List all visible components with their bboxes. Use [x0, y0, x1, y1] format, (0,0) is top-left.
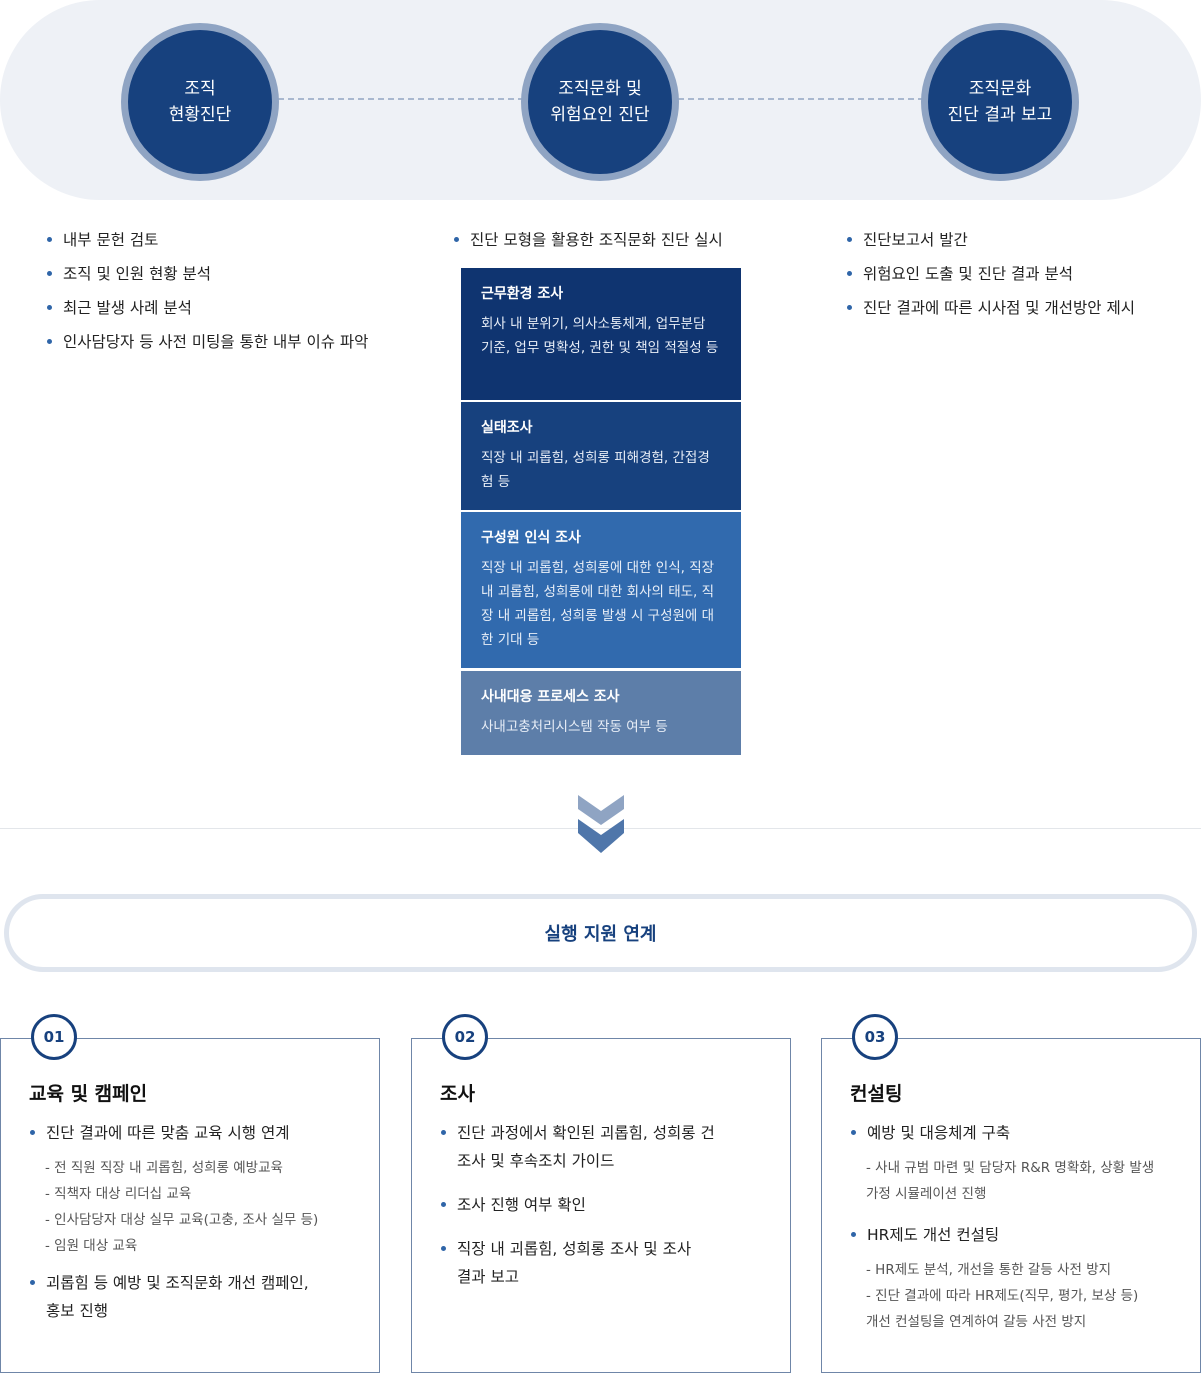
survey-desc: 사내고충처리시스템 작동 여부 등	[481, 719, 668, 735]
bullet-item: 진단보고서 발간	[846, 230, 1135, 250]
survey-block-2: 실태조사 직장 내 괴롭힘, 성희롱 피해경험, 간접경험 등	[461, 402, 741, 510]
sub-item: - HR제도 분석, 개선을 통한 갈등 사전 방지	[866, 1262, 1112, 1278]
card-body: 예방 및 대응체계 구축 - 사내 규범 마련 및 담당자 R&R 명확화, 상…	[850, 1119, 1190, 1345]
survey-title: 근무환경 조사	[481, 286, 564, 302]
card-title: 교육 및 캠페인	[29, 1083, 148, 1105]
bullet-item: 위험요인 도출 및 진단 결과 분석	[846, 264, 1135, 284]
card-title: 컨설팅	[850, 1083, 903, 1105]
stage3-bullet-list: 진단보고서 발간 위험요인 도출 및 진단 결과 분석 진단 결과에 따른 시사…	[846, 230, 1135, 332]
survey-desc: 직장 내 괴롭힘, 성희롱 피해경험, 간접경험 등	[481, 450, 710, 490]
card-number-badge: 03	[852, 1014, 898, 1060]
card-item: 예방 및 대응체계 구축	[850, 1119, 1190, 1147]
card-item: 조사 진행 여부 확인	[440, 1191, 780, 1219]
survey-desc: 직장 내 괴롭힘, 성희롱에 대한 인식, 직장 내 괴롭힘, 성희롱에 대한 …	[481, 560, 715, 648]
stage-circle-3: 조직문화 진단 결과 보고	[921, 23, 1079, 181]
survey-desc: 회사 내 분위기, 의사소통체계, 업무분담 기준, 업무 명확성, 권한 및 …	[481, 316, 719, 356]
bullet-item: 진단 결과에 따른 시사점 및 개선방안 제시	[846, 298, 1135, 318]
card-sub-list: - 사내 규범 마련 및 담당자 R&R 명확화, 상황 발생 가정 시뮬레이션…	[866, 1155, 1190, 1207]
bullet-item: 진단 모형을 활용한 조직문화 진단 실시	[453, 230, 723, 250]
card-consulting: 컨설팅 예방 및 대응체계 구축 - 사내 규범 마련 및 담당자 R&R 명확…	[821, 1038, 1201, 1373]
bullet-item: 내부 문헌 검토	[46, 230, 368, 250]
card-title: 조사	[440, 1083, 475, 1105]
card-item: 진단 과정에서 확인된 괴롭힘, 성희롱 건 조사 및 후속조치 가이드	[440, 1119, 780, 1175]
sub-item: - 진단 결과에 따라 HR제도(직무, 평가, 보상 등) 개선 컨설팅을 연…	[866, 1288, 1139, 1330]
bullet-item: 최근 발생 사례 분석	[46, 298, 368, 318]
section-divider	[0, 828, 1201, 829]
bullet-item: 인사담당자 등 사전 미팅을 통한 내부 이슈 파악	[46, 332, 368, 352]
stage-circle-1: 조직 현황진단	[121, 23, 279, 181]
connector-line-2	[678, 98, 924, 100]
card-item: 진단 결과에 따른 맞춤 교육 시행 연계	[29, 1119, 369, 1147]
survey-block-4: 사내대응 프로세스 조사 사내고충처리시스템 작동 여부 등	[461, 671, 741, 755]
execution-support-banner: 실행 지원 연계	[4, 894, 1197, 972]
survey-title: 실태조사	[481, 420, 533, 436]
card-number-badge: 02	[442, 1014, 488, 1060]
card-body: 진단 결과에 따른 맞춤 교육 시행 연계 - 전 직원 직장 내 괴롭힘, 성…	[29, 1119, 369, 1325]
survey-block-1: 근무환경 조사 회사 내 분위기, 의사소통체계, 업무분담 기준, 업무 명확…	[461, 268, 741, 400]
card-item: 괴롭힘 등 예방 및 조직문화 개선 캠페인, 홍보 진행	[29, 1269, 369, 1325]
survey-title: 사내대응 프로세스 조사	[481, 689, 620, 705]
survey-title: 구성원 인식 조사	[481, 530, 581, 546]
card-education: 교육 및 캠페인 진단 결과에 따른 맞춤 교육 시행 연계 - 전 직원 직장…	[0, 1038, 380, 1373]
card-body: 진단 과정에서 확인된 괴롭힘, 성희롱 건 조사 및 후속조치 가이드 조사 …	[440, 1119, 780, 1291]
connector-line-1	[278, 98, 524, 100]
card-number-badge: 01	[31, 1014, 77, 1060]
card-item: HR제도 개선 컨설팅	[850, 1221, 1190, 1249]
stage1-bullet-list: 내부 문헌 검토 조직 및 인원 현황 분석 최근 발생 사례 분석 인사담당자…	[46, 230, 368, 366]
stage-circle-2: 조직문화 및 위험요인 진단	[521, 23, 679, 181]
survey-block-3: 구성원 인식 조사 직장 내 괴롭힘, 성희롱에 대한 인식, 직장 내 괴롭힘…	[461, 512, 741, 668]
sub-item: - 사내 규범 마련 및 담당자 R&R 명확화, 상황 발생 가정 시뮬레이션…	[866, 1160, 1155, 1202]
chevron-down-icon	[578, 795, 624, 853]
card-investigation: 조사 진단 과정에서 확인된 괴롭힘, 성희롱 건 조사 및 후속조치 가이드 …	[411, 1038, 791, 1373]
sub-item: - 인사담당자 대상 실무 교육(고충, 조사 실무 등)	[45, 1212, 319, 1228]
bullet-item: 조직 및 인원 현황 분석	[46, 264, 368, 284]
card-sub-list: - HR제도 분석, 개선을 통한 갈등 사전 방지 - 진단 결과에 따라 H…	[866, 1257, 1190, 1335]
sub-item: - 전 직원 직장 내 괴롭힘, 성희롱 예방교육	[45, 1160, 283, 1176]
stage2-bullet-list: 진단 모형을 활용한 조직문화 진단 실시	[453, 230, 723, 264]
sub-item: - 직책자 대상 리더십 교육	[45, 1186, 192, 1202]
card-sub-list: - 전 직원 직장 내 괴롭힘, 성희롱 예방교육 - 직책자 대상 리더십 교…	[45, 1155, 369, 1259]
card-item: 직장 내 괴롭힘, 성희롱 조사 및 조사 결과 보고	[440, 1235, 780, 1291]
sub-item: - 임원 대상 교육	[45, 1238, 138, 1254]
